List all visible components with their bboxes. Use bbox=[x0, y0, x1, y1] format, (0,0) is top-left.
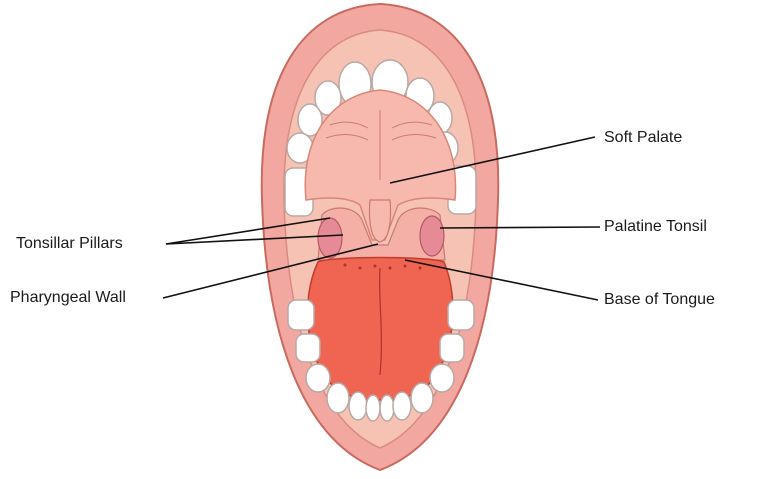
line-palatine-tonsil bbox=[440, 227, 600, 228]
label-pharyngeal-wall: Pharyngeal Wall bbox=[10, 288, 126, 308]
label-tonsillar-pillars: Tonsillar Pillars bbox=[16, 234, 123, 254]
left-tonsil bbox=[318, 218, 342, 258]
right-tonsil bbox=[420, 216, 444, 256]
label-palatine-tonsil: Palatine Tonsil bbox=[604, 217, 707, 237]
label-soft-palate: Soft Palate bbox=[604, 128, 682, 148]
label-base-of-tongue: Base of Tongue bbox=[604, 290, 715, 310]
